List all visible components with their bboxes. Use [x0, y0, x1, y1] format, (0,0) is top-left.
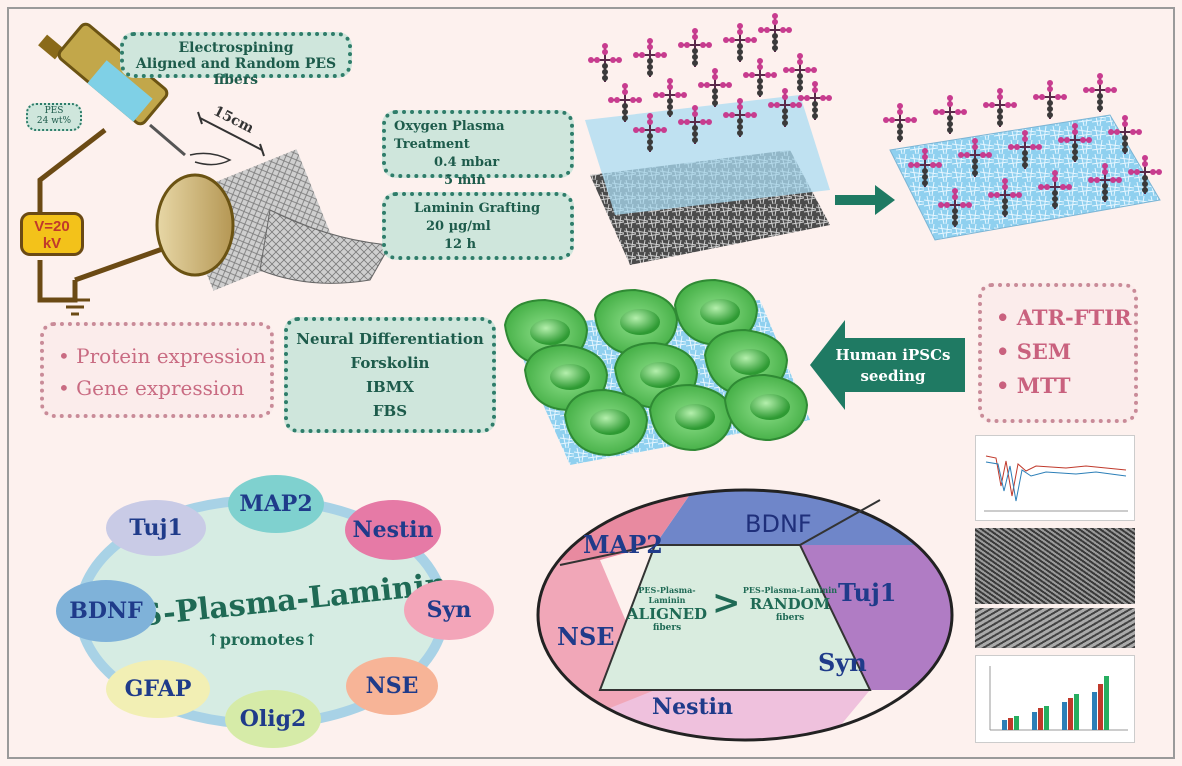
mtt-chart-thumbnail: [975, 655, 1135, 743]
marker-nestin: Nestin: [345, 500, 441, 560]
seeding-label-line1: Human iPSCs: [836, 346, 951, 364]
marker-nse: NSE: [346, 657, 438, 715]
pes-label-box: PES 24 wt%: [26, 103, 82, 131]
aligned-small: PES-Plasma-Laminin: [638, 585, 696, 605]
segment-map2: MAP2: [583, 530, 663, 559]
differentiation-item: Forskolin: [350, 354, 430, 372]
marker-label: GFAP: [124, 676, 192, 702]
drum-collector-icon: [155, 149, 391, 291]
segment-nestin: Nestin: [652, 694, 734, 720]
seeding-arrow: [810, 320, 965, 410]
voltage-line1: V=20: [34, 218, 70, 235]
plasma-time: 5 min: [444, 173, 486, 188]
laminin-time: 12 h: [444, 237, 477, 252]
marker-bdnf: BDNF: [56, 580, 156, 642]
random-small: PES-Plasma-Laminin: [742, 585, 838, 595]
laminin-concentration: 20 µg/ml: [426, 219, 491, 234]
ftir-spectrum-thumbnail: [975, 435, 1135, 521]
analysis-item: • SEM: [996, 339, 1072, 364]
random-label: PES-Plasma-Laminin RANDOM fibers: [740, 585, 840, 623]
pes-label-line1: PES: [44, 106, 64, 116]
marker-label: BDNF: [69, 598, 143, 624]
aligned-big: ALIGNED: [626, 605, 708, 623]
marker-label: MAP2: [239, 491, 313, 517]
differentiation-box: Neural Differentiation Forskolin IBMX FB…: [284, 317, 496, 433]
marker-label: Syn: [426, 597, 472, 623]
marker-gfap: GFAP: [106, 660, 210, 718]
marker-label: Nestin: [352, 517, 434, 543]
random-fibers: fibers: [775, 613, 805, 623]
process-arrow: [835, 185, 895, 215]
expression-box: • Protein expression • Gene expression: [40, 322, 274, 418]
grafted-scaffold: [889, 114, 1161, 241]
pes-label-line2: 24 wt%: [36, 116, 72, 126]
expression-item: • Protein expression: [58, 344, 266, 368]
marker-map2: MAP2: [228, 475, 324, 533]
differentiation-title: Neural Differentiation: [296, 330, 484, 348]
plasma-pressure: 0.4 mbar: [434, 155, 500, 170]
differentiation-item: FBS: [372, 402, 408, 420]
analysis-box: • ATR-FTIR • SEM • MTT: [978, 283, 1138, 423]
marker-label: Olig2: [239, 706, 307, 732]
marker-label: Tuj1: [129, 515, 183, 541]
segment-nse: NSE: [557, 622, 615, 651]
seeding-label-line2: seeding: [860, 367, 926, 385]
voltage-box: V=20 kV: [20, 212, 84, 256]
marker-olig2: Olig2: [225, 690, 321, 748]
marker-tuj1: Tuj1: [106, 500, 206, 556]
aligned-label: PES-Plasma-Laminin ALIGNED fibers: [622, 585, 712, 633]
aligned-fibers: fibers: [652, 623, 682, 633]
frame: [7, 7, 1175, 759]
analysis-item: • ATR-FTIR: [996, 305, 1132, 330]
random-big: RANDOM: [749, 595, 831, 613]
comparison-ellipse: [536, 488, 954, 742]
plasma-box: Oxygen Plasma Treatment 0.4 mbar 5 min: [382, 110, 574, 188]
expression-item: • Gene expression: [58, 376, 245, 400]
voltage-line2: kV: [42, 235, 62, 252]
electrospin-title: Electrospining: [178, 40, 294, 56]
analysis-item: • MTT: [996, 373, 1071, 398]
segment-tuj1: Tuj1: [838, 578, 897, 607]
ring-center-sub: ↑promotes↑: [206, 630, 317, 649]
laminin-title: Laminin Grafting: [414, 201, 541, 216]
plasma-plane: [585, 95, 830, 215]
segment-bdnf: BDNF: [745, 510, 812, 538]
cell-cluster-icon: [503, 278, 809, 457]
sem-thumbnail-small: [975, 608, 1135, 648]
differentiation-item: IBMX: [366, 378, 414, 396]
marker-syn: Syn: [404, 580, 494, 640]
marker-label: NSE: [365, 673, 419, 699]
segment-syn: Syn: [818, 648, 867, 677]
laminin-box: Laminin Grafting 20 µg/ml 12 h: [382, 192, 574, 260]
electrospin-subtitle: Aligned and Random PES fibers: [135, 56, 337, 88]
plasma-title: Oxygen Plasma Treatment: [394, 119, 505, 152]
comparison-operator: >: [712, 583, 741, 623]
electrospin-box: Electrospining Aligned and Random PES fi…: [120, 32, 352, 88]
sem-thumbnail-large: [975, 528, 1135, 604]
